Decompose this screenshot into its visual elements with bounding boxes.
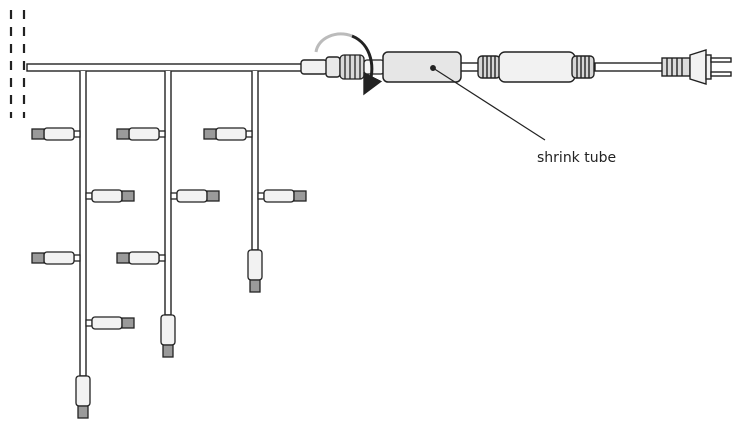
shrink-tube [382, 51, 462, 83]
socket-8 [257, 189, 307, 203]
socket-4 [31, 251, 81, 265]
callout-line [432, 67, 546, 141]
socket-3 [203, 127, 253, 141]
drop-cable-2 [164, 71, 172, 316]
socket-9 [85, 316, 135, 330]
socket-7 [170, 189, 220, 203]
light-sockets [31, 127, 307, 419]
drop-cable-3 [251, 71, 259, 251]
power-adapter [477, 51, 595, 83]
rotation-arrow [314, 32, 383, 96]
socket-10 [75, 375, 91, 419]
socket-11 [160, 314, 176, 358]
drop-cables [79, 71, 259, 377]
screw-coupling [339, 54, 385, 80]
power-plug [661, 49, 732, 85]
socket-6 [85, 189, 135, 203]
main-cable [26, 63, 304, 72]
socket-1 [31, 127, 81, 141]
socket-2 [116, 127, 166, 141]
drop-cable-1 [79, 71, 87, 377]
cut-marks [9, 10, 26, 118]
socket-5 [116, 251, 166, 265]
socket-12 [247, 249, 263, 293]
end-connector [300, 56, 341, 78]
shrink-tube-label: shrink tube [537, 150, 617, 166]
